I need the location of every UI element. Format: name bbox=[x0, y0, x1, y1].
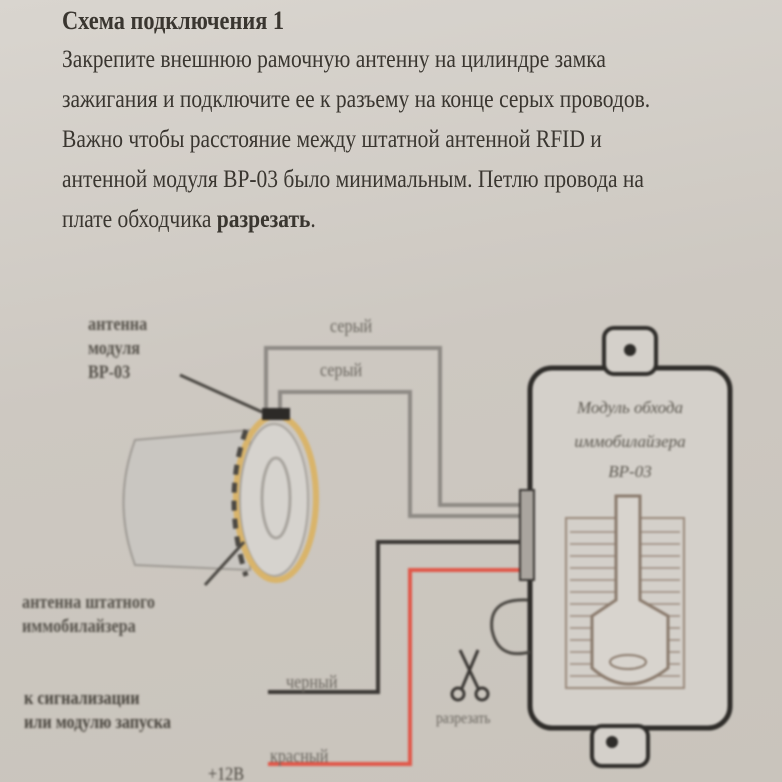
gray-wire-2 bbox=[278, 390, 528, 518]
keyhole bbox=[260, 456, 292, 540]
module-title-1: Модуль обхода bbox=[576, 398, 684, 417]
signal-label-2: или модулю запуска bbox=[24, 712, 171, 733]
module-bottom-hole bbox=[606, 736, 618, 748]
module-top-hole bbox=[624, 344, 636, 356]
scissors-icon bbox=[450, 649, 490, 702]
immobilizer-antenna-pointer bbox=[203, 540, 246, 587]
instruction-line-1: Закрепите внешнюю рамочную антенну на ци… bbox=[62, 46, 606, 73]
cut-label: разрезать bbox=[436, 710, 491, 727]
antenna-connector bbox=[262, 408, 290, 420]
gray-wire-label-2: серый bbox=[320, 360, 363, 381]
cut-loop-wire bbox=[490, 598, 531, 656]
key-hole bbox=[609, 654, 647, 670]
antenna-module-label-1: антенна bbox=[88, 314, 148, 335]
module-bottom-tab bbox=[590, 724, 650, 768]
immobilizer-antenna-label-1: антенна штатного bbox=[22, 592, 155, 613]
black-wire bbox=[268, 540, 528, 694]
module-title-2: иммобилайзера bbox=[574, 432, 686, 451]
wiring-diagram-svg bbox=[122, 326, 733, 768]
red-wire bbox=[268, 568, 528, 766]
antenna-module-label-3: ВР-03 bbox=[88, 362, 131, 383]
immobilizer-antenna-dashes bbox=[231, 429, 249, 577]
page-title: Схема подключения 1 bbox=[62, 6, 285, 35]
instruction-line-4: антенной модуля ВР-03 было минимальным. … bbox=[62, 166, 644, 193]
red-wire-label: красный bbox=[270, 746, 329, 767]
plus12-label: +12В bbox=[208, 764, 245, 782]
antenna-module-pointer bbox=[179, 373, 263, 414]
black-wire-label: черный bbox=[286, 672, 338, 693]
wiring-diagram: антенна модуля ВР-03 серый серый антенна… bbox=[0, 280, 782, 782]
module-connector bbox=[519, 489, 535, 581]
ignition-cylinder bbox=[122, 428, 251, 572]
gray-wire-label-1: серый bbox=[330, 316, 373, 337]
key-shape bbox=[590, 494, 670, 686]
module-title-3: ВР-03 bbox=[608, 462, 652, 481]
instruction-cut-word: разрезать bbox=[216, 206, 311, 233]
antenna-module-label-2: модуля bbox=[88, 338, 141, 359]
instruction-line-5-end: . bbox=[310, 206, 316, 233]
instruction-line-5: плате обходчика разрезать. bbox=[62, 200, 776, 240]
cylinder-face bbox=[239, 423, 309, 577]
instruction-text: Схема подключения 1 Закрепите внешнюю ра… bbox=[62, 6, 777, 240]
instruction-line-3: Важно чтобы расстояние между штатной ант… bbox=[62, 126, 602, 153]
instruction-line-5-start: плате обходчика bbox=[62, 206, 217, 233]
immobilizer-antenna-label-2: иммобилайзера bbox=[22, 616, 136, 637]
gray-wire-1 bbox=[264, 346, 528, 507]
signal-label-1: к сигнализации bbox=[24, 688, 140, 709]
instruction-line-2: зажигания и подключите ее к разъему на к… bbox=[62, 86, 651, 113]
